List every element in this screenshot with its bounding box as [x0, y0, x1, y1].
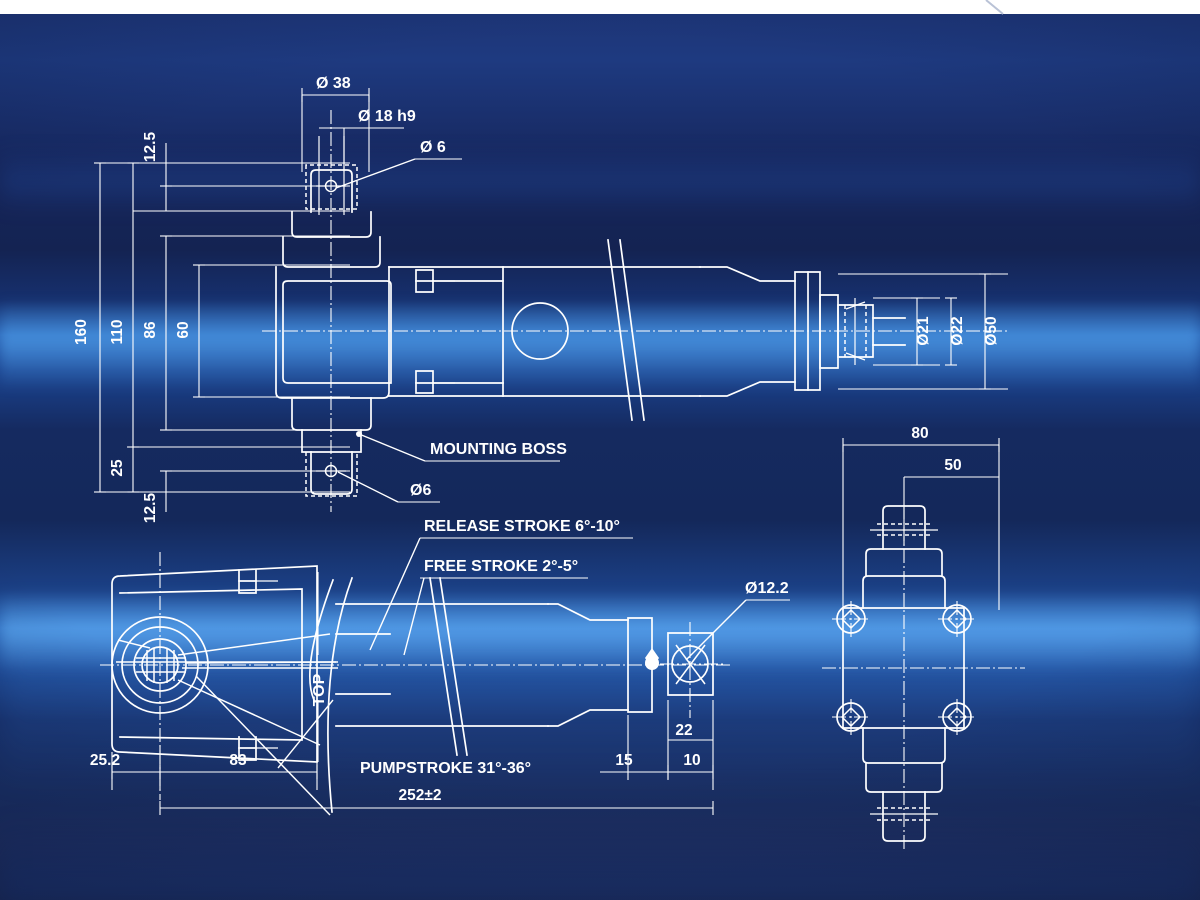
mounting-boss-lower	[311, 452, 352, 494]
pumpstroke-arc-2	[310, 580, 333, 700]
plan-dimensions: 25.2 83 15 10 22 252±2	[90, 700, 713, 815]
dim-ticks	[911, 274, 991, 389]
dim-d21: Ø21	[915, 316, 932, 346]
taper-top	[700, 267, 795, 281]
dim-22: 22	[675, 722, 692, 739]
port-block-bottom	[416, 371, 433, 393]
label-mounting-boss: MOUNTING BOSS	[430, 441, 567, 458]
plan-housing-inner	[120, 589, 302, 740]
mounting-boss-hidden-lower	[306, 452, 357, 496]
end-bolt-group	[832, 601, 976, 736]
dim-d22: Ø22	[949, 316, 966, 345]
dim-25_2: 25.2	[90, 752, 120, 769]
dim-160: 160	[73, 319, 90, 345]
side-view	[262, 110, 1010, 512]
plan-arm-diagonal	[196, 676, 330, 815]
leader-release-stroke	[370, 538, 420, 650]
dim-15: 15	[615, 752, 633, 769]
dim-d18h9: Ø 18 h9	[358, 108, 416, 125]
leader-d6-upper	[336, 159, 415, 188]
threaded-stem	[838, 305, 873, 357]
dim-d50: Ø50	[983, 316, 1000, 345]
dim-83: 83	[229, 752, 247, 769]
end-collar-upper-2	[866, 549, 942, 576]
housing-inner	[283, 281, 391, 383]
decorative-diagonal-line	[986, 0, 1003, 14]
plan-nose-flange	[628, 618, 652, 712]
plan-arm-short	[118, 640, 150, 648]
label-top: TOP	[311, 673, 328, 706]
barrel-circle-feature	[512, 303, 568, 359]
annotation-leaders: MOUNTING BOSS Ø6 RELEASE STROKE 6°-10° F…	[338, 431, 633, 655]
port-block-top	[416, 270, 433, 292]
nose-flange	[795, 272, 820, 390]
collar-1	[292, 212, 371, 237]
vertical-dimension-stack: 160 110 86 60 25 12.5 12.5	[73, 132, 350, 524]
plan-circle-3	[134, 639, 186, 691]
top-dimensions: Ø 38 Ø 18 h9 Ø 6	[302, 75, 462, 188]
label-free-stroke: FREE STROKE 2°-5°	[424, 558, 578, 575]
plan-view: TOP	[100, 552, 790, 815]
dim-25: 25	[109, 459, 126, 477]
right-diameter-dimensions: Ø21 Ø22 Ø50	[838, 274, 1008, 389]
dim-60: 60	[175, 321, 192, 338]
leader-free-stroke	[404, 578, 424, 655]
break-line	[608, 240, 632, 420]
plan-circle-outer	[112, 617, 208, 713]
dim-ticks	[94, 163, 205, 492]
dim-ticks	[112, 765, 317, 779]
end-body	[843, 608, 964, 728]
plan-circle-4	[142, 647, 178, 683]
end-collar-lower-2	[866, 763, 942, 792]
mounting-boss-upper	[311, 170, 352, 212]
plan-taper-top	[548, 604, 628, 620]
end-collar-lower-1	[863, 728, 945, 763]
dim-ticks	[668, 765, 713, 779]
mounting-boss-hidden-upper	[306, 165, 357, 209]
top-white-band	[0, 0, 1200, 14]
leader-pumpstroke	[278, 700, 333, 768]
nose-step	[820, 295, 838, 368]
plan-break-line	[430, 578, 457, 755]
label-pumpstroke: PUMPSTROKE 31°-36°	[360, 760, 531, 777]
taper-bottom	[700, 382, 795, 396]
dim-d38: Ø 38	[316, 75, 351, 92]
dim-12_5-upper: 12.5	[142, 132, 159, 163]
plan-circle-2	[122, 627, 198, 703]
break-line	[620, 240, 644, 420]
dim-86: 86	[142, 321, 159, 339]
end-view: 80 50	[822, 425, 1025, 850]
dim-ticks	[160, 801, 713, 815]
dim-80: 80	[911, 425, 928, 442]
collar-4	[302, 430, 361, 452]
collar-2	[283, 237, 380, 267]
leader-d6-lower	[338, 472, 398, 502]
dim-12_5-lower: 12.5	[142, 493, 159, 524]
plan-end-block	[668, 633, 713, 695]
plan-arm-top	[178, 634, 330, 655]
dim-d6-lower: Ø6	[410, 482, 431, 499]
pumpstroke-arc	[328, 578, 352, 812]
plan-break-line	[440, 578, 467, 755]
leader-d12_2	[686, 600, 746, 660]
end-stem-lower	[883, 792, 925, 841]
label-release-stroke: RELEASE STROKE 6°-10°	[424, 518, 620, 535]
plan-pivot-ball	[645, 656, 659, 670]
dim-50: 50	[944, 457, 961, 474]
thread-chamfer	[846, 302, 865, 309]
thread-chamfer	[846, 353, 865, 360]
end-collar-upper-1	[863, 576, 945, 608]
dim-252: 252±2	[399, 787, 442, 804]
plan-taper-bottom	[548, 710, 628, 726]
dim-d12_2: Ø12.2	[745, 580, 789, 597]
dim-10: 10	[683, 752, 700, 769]
leader-mounting-boss	[359, 434, 425, 461]
plan-arm-lower	[178, 680, 320, 745]
dim-d6-upper: Ø 6	[420, 139, 446, 156]
dim-110: 110	[109, 319, 126, 344]
main-housing	[276, 267, 389, 398]
